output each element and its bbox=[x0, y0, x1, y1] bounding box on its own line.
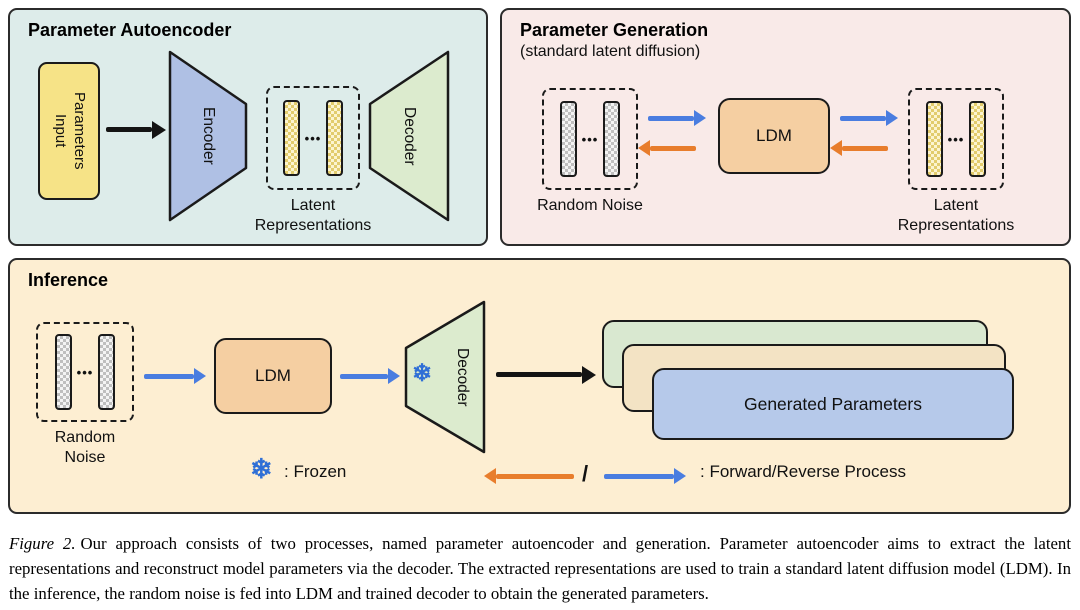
random-noise-box: ••• bbox=[36, 322, 134, 422]
latent-bar bbox=[969, 101, 987, 177]
input-label-line1: Input bbox=[52, 114, 69, 148]
noise-bar bbox=[54, 334, 72, 410]
random-noise-box: ••• bbox=[542, 88, 638, 190]
input-parameters-box: Input Parameters bbox=[38, 62, 100, 200]
panel-parameter-autoencoder: Parameter Autoencoder Input Parameters E… bbox=[8, 8, 488, 246]
generated-parameters-label: Generated Parameters bbox=[743, 393, 922, 414]
figure-caption-label: Figure 2. bbox=[9, 534, 76, 553]
autoencoder-title: Parameter Autoencoder bbox=[28, 20, 232, 40]
noise-bar bbox=[603, 101, 621, 177]
ldm-box: LDM bbox=[718, 98, 830, 174]
ellipsis-dots: ••• bbox=[947, 131, 965, 147]
legend-snowflake-icon: ❄ bbox=[250, 454, 273, 484]
generated-parameters-card: Generated Parameters bbox=[652, 368, 1014, 440]
latent-bar bbox=[326, 100, 344, 176]
latent-bar bbox=[925, 101, 943, 177]
figure-caption: Figure 2.Our approach consists of two pr… bbox=[9, 532, 1071, 607]
decoder-shape bbox=[368, 50, 450, 222]
ellipsis-dots: ••• bbox=[76, 364, 94, 380]
noise-bar bbox=[98, 334, 116, 410]
legend-reverse-arrow-icon bbox=[604, 474, 674, 479]
inference-title: Inference bbox=[28, 270, 109, 290]
input-parameters-label: Input Parameters bbox=[40, 64, 98, 198]
encoder-shape bbox=[168, 50, 248, 222]
figure-caption-text: Our approach consists of two processes, … bbox=[9, 534, 1071, 603]
decoder-shape bbox=[404, 300, 486, 454]
legend-process-label: : Forward/Reverse Process bbox=[700, 462, 906, 481]
forward-process-arrow-icon bbox=[650, 146, 696, 151]
ellipsis-dots: ••• bbox=[581, 131, 599, 147]
latent-representations-label: Latent Representations bbox=[254, 197, 372, 234]
legend-slash: / bbox=[582, 461, 589, 486]
latent-representations-box: ••• bbox=[908, 88, 1004, 190]
random-noise-label: Random Noise bbox=[54, 429, 116, 466]
ldm-box: LDM bbox=[214, 338, 332, 414]
ldm-to-decoder-arrow-icon bbox=[340, 374, 388, 379]
latent-representations-label: Latent Representations bbox=[897, 197, 1015, 234]
ldm-label: LDM bbox=[255, 366, 291, 385]
ldm-label: LDM bbox=[756, 126, 792, 145]
random-noise-label: Random Noise bbox=[537, 197, 643, 214]
snowflake-icon: ❄ bbox=[412, 360, 433, 387]
ellipsis-dots: ••• bbox=[304, 130, 322, 146]
input-to-encoder-arrow-icon bbox=[106, 127, 152, 132]
reverse-process-arrow-icon bbox=[648, 116, 694, 121]
generation-subtitle: (standard latent diffusion) bbox=[520, 43, 701, 60]
decoder-to-output-arrow-icon bbox=[496, 372, 582, 377]
latent-bar bbox=[282, 100, 300, 176]
reverse-process-arrow-icon bbox=[840, 116, 886, 121]
noise-to-ldm-arrow-icon bbox=[144, 374, 194, 379]
panel-parameter-generation: Parameter Generation (standard latent di… bbox=[500, 8, 1071, 246]
noise-bar bbox=[559, 101, 577, 177]
legend-frozen-label: : Frozen bbox=[284, 462, 347, 481]
latent-representations-box: ••• bbox=[266, 86, 360, 190]
generation-title: Parameter Generation bbox=[520, 20, 709, 40]
panel-inference: Inference ••• Random Noise LDM ❄ Decoder… bbox=[8, 258, 1071, 514]
input-label-line2: Parameters bbox=[70, 92, 88, 170]
forward-process-arrow-icon bbox=[842, 146, 888, 151]
legend-forward-arrow-icon bbox=[496, 474, 574, 479]
